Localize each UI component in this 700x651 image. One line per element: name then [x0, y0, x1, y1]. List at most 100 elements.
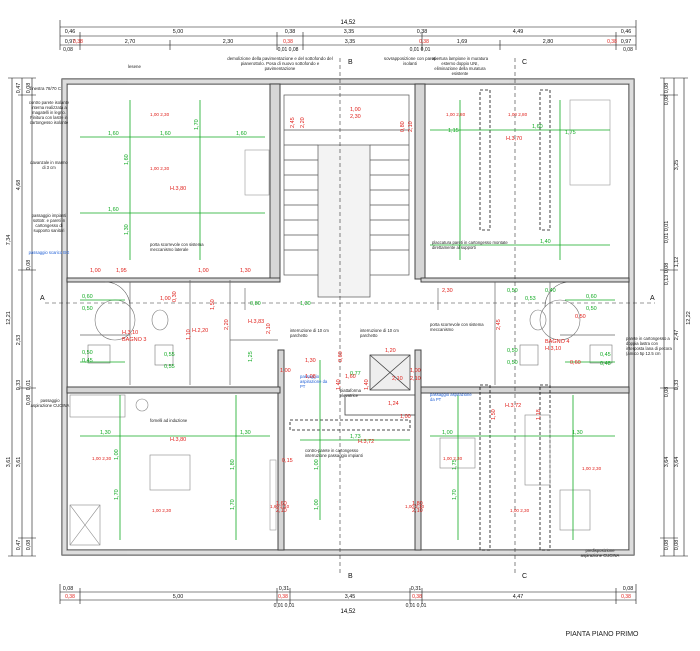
- note-piattaforma: piattaforma elevatrice: [340, 388, 361, 398]
- right-dim-small: 0,08: [664, 95, 670, 106]
- note-passaggio-scarico: passaggio scarico BG: [28, 250, 70, 255]
- red-dim: 1,00: [350, 107, 361, 113]
- green-dim: 1,60: [236, 131, 247, 137]
- bottom-total-dim: 14,52: [340, 609, 356, 615]
- note-davanzale: davanzale in marmo di 3 cm: [30, 160, 68, 170]
- elevator: [344, 354, 416, 416]
- top-dim: 0,97: [65, 39, 76, 45]
- note-sovrapposizione: sovrapposizione con pareti isolanti: [383, 56, 437, 66]
- green-dim: 0,45: [600, 352, 611, 358]
- right-total-dim: 12,22: [686, 311, 692, 325]
- top-dim-row2: 0,97 2,70 2,30 3,35 1,69 2,80 0,97: [65, 39, 632, 45]
- top-dim-row1: 0,46 5,00 3,35 4,49 0,46 0,38 0,38: [65, 29, 632, 35]
- top-dim-red: 0,38: [283, 39, 293, 45]
- top-total-dim: 14,52: [340, 20, 356, 26]
- room-sub-label: H.3,10: [545, 346, 561, 352]
- bottom-dim: 0,31: [411, 586, 422, 592]
- top-dim: 0,08: [623, 47, 633, 53]
- room-label: H.3,70: [506, 136, 522, 142]
- bottom-dim: 4,47: [513, 594, 524, 600]
- note-interruzione-2: interruzione di 10 cm parchetto: [360, 328, 399, 338]
- window-label: 1,00 2,30: [443, 456, 463, 461]
- bottom-dim: 3,45: [345, 594, 356, 600]
- red-dim: 0,30: [172, 291, 178, 302]
- window-label: 1,00 2,30: [92, 456, 112, 461]
- green-dim: 1,60: [124, 154, 130, 165]
- window-label: 1,00 2,30: [150, 112, 170, 117]
- green-dim: 1,30: [124, 224, 130, 235]
- red-dim: 2,45: [496, 319, 502, 330]
- red-dim: 1,60: [345, 374, 356, 380]
- green-dim: 1,25: [248, 351, 254, 362]
- left-dim: 7,34: [6, 235, 12, 246]
- note-controparete: contro parete isolante interna realizzat…: [28, 100, 70, 125]
- top-dim: 3,35: [345, 39, 356, 45]
- red-dim: 2,10: [266, 323, 272, 334]
- red-dim: 2,10: [410, 376, 421, 382]
- note-aspirazione-cucina: passaggio aspirazione CUCINA: [30, 398, 70, 408]
- red-dim: 2,30: [442, 288, 453, 294]
- note-placcatura: placcatura pareti in cartongesso montate…: [432, 240, 508, 250]
- left-dim: 4,68: [16, 180, 22, 191]
- bedroom-furniture: [244, 99, 611, 531]
- door-swings: [104, 281, 571, 310]
- kitchen-furniture: [69, 394, 591, 546]
- left-dim: 0,47: [16, 83, 22, 94]
- room-label: H.3,83: [248, 319, 264, 325]
- section-mark-c: C: [522, 59, 527, 66]
- green-dim: 1,60: [108, 131, 119, 137]
- bottom-dim: 0,31: [279, 586, 290, 592]
- right-dim-small: 0,08: [674, 540, 680, 551]
- top-dim: 0,01 0,01: [410, 47, 431, 53]
- right-dim: 0,08: [664, 540, 670, 551]
- top-dim: 3,35: [344, 29, 355, 35]
- window-label: 1,00 2,10: [405, 504, 425, 509]
- bottom-dim: 5,00: [173, 594, 184, 600]
- green-dim: 0,50: [507, 360, 518, 366]
- red-dim: 1,10: [186, 329, 192, 340]
- green-dim: 0,50: [586, 306, 597, 312]
- green-dim: 1,70: [194, 119, 200, 130]
- green-dim: 1,70: [114, 489, 120, 500]
- note-apertura: apertura lampione in muratura esterno do…: [431, 56, 489, 76]
- red-dim-labels: 1,95 1,00 1,30 0,30 2,20 2,10 1,00 0,80 …: [90, 107, 586, 514]
- green-dim: 0,50: [82, 306, 93, 312]
- section-mark-a: A: [40, 295, 45, 302]
- green-dim: 1,75: [565, 130, 576, 136]
- green-dim: 0,55: [164, 352, 175, 358]
- green-dim: 1,30: [572, 430, 583, 436]
- green-dim: 1,30: [100, 430, 111, 436]
- green-dim: 1,70: [230, 499, 236, 510]
- left-dim-labels: 12,21 0,47 4,68 7,34 2,53 0,33 3,61 3,61…: [6, 83, 32, 551]
- green-dim: 1,40: [540, 239, 551, 245]
- red-dim: 0,80: [400, 121, 406, 132]
- red-dim: 1,80: [412, 501, 423, 507]
- bottom-dim-red: 0,38: [621, 594, 631, 600]
- red-dim: 1,24: [388, 401, 399, 407]
- top-dim: 0,46: [621, 29, 632, 35]
- red-dim: 0,60: [338, 351, 344, 362]
- top-dim: 2,70: [125, 39, 136, 45]
- red-dim: 1,20: [385, 348, 396, 354]
- bathroom-fixtures: [87, 299, 613, 366]
- right-dim: 3,64: [674, 457, 680, 468]
- room-labels: H.3,80 H.3,70 BAGNO 3 H.3,10 BAGNO 4 H.3…: [122, 136, 569, 445]
- right-dimensions: [660, 77, 688, 557]
- room-label: BAGNO 3: [122, 337, 146, 343]
- left-dim: 2,53: [16, 335, 22, 346]
- red-dim: 2,10: [276, 508, 287, 514]
- right-dim-small: 0,08: [664, 387, 670, 398]
- room-label: BAGNO 4: [545, 339, 569, 345]
- note-demolizione: demolizione della pavimentazione e del s…: [227, 56, 333, 71]
- green-dim: 1,00: [442, 430, 453, 436]
- note-porta-scorrevole: porta scorrevole con sistema meccanismo …: [150, 242, 204, 252]
- green-dim: 0,60: [82, 294, 93, 300]
- note-finestra: finestra 78/70 C: [30, 86, 61, 91]
- green-dim: 0,50: [507, 288, 518, 294]
- green-dim: 0,55: [164, 364, 175, 370]
- top-dim-red: 0,38 0,38 0,38 0,38: [73, 39, 617, 45]
- window-labels: 1,00 2,30 1,00 2,30 1,00 2,80 1,00 2,80 …: [92, 112, 602, 513]
- red-dim: 1,08: [305, 374, 316, 380]
- drawing-title: PIANTA PIANO PRIMO: [566, 631, 640, 638]
